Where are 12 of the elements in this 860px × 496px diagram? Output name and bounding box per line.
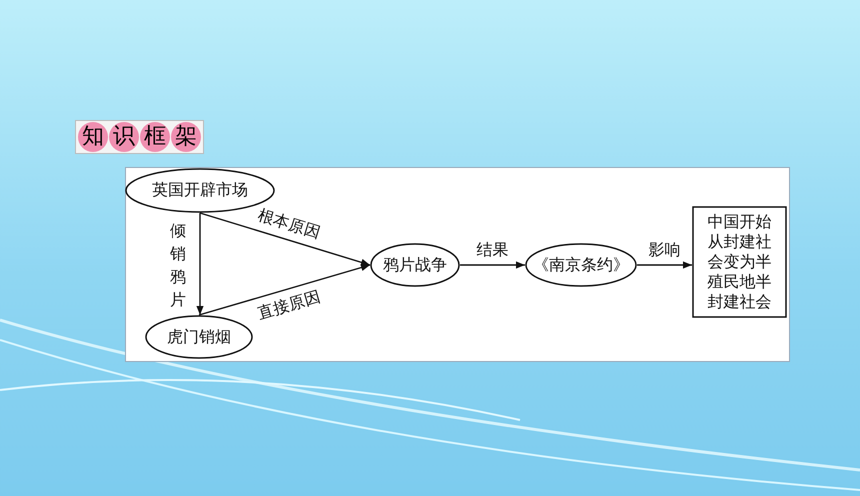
edge-label: 影响 — [648, 241, 680, 259]
arrow — [637, 261, 692, 269]
result-box: 中国开始从封建社会变为半殖民地半封建社会 — [692, 206, 787, 318]
arrow — [200, 212, 370, 266]
edge-label: 结果 — [476, 241, 508, 259]
title: 知识框架 — [75, 120, 204, 154]
event-ellipse: 鸦片战争 — [370, 243, 460, 287]
arrow — [198, 264, 370, 316]
event-ellipse: 《南京条约》 — [525, 243, 637, 287]
arrow — [196, 213, 204, 315]
event-ellipse: 虎门销烟 — [145, 315, 253, 359]
arrow — [460, 261, 525, 269]
